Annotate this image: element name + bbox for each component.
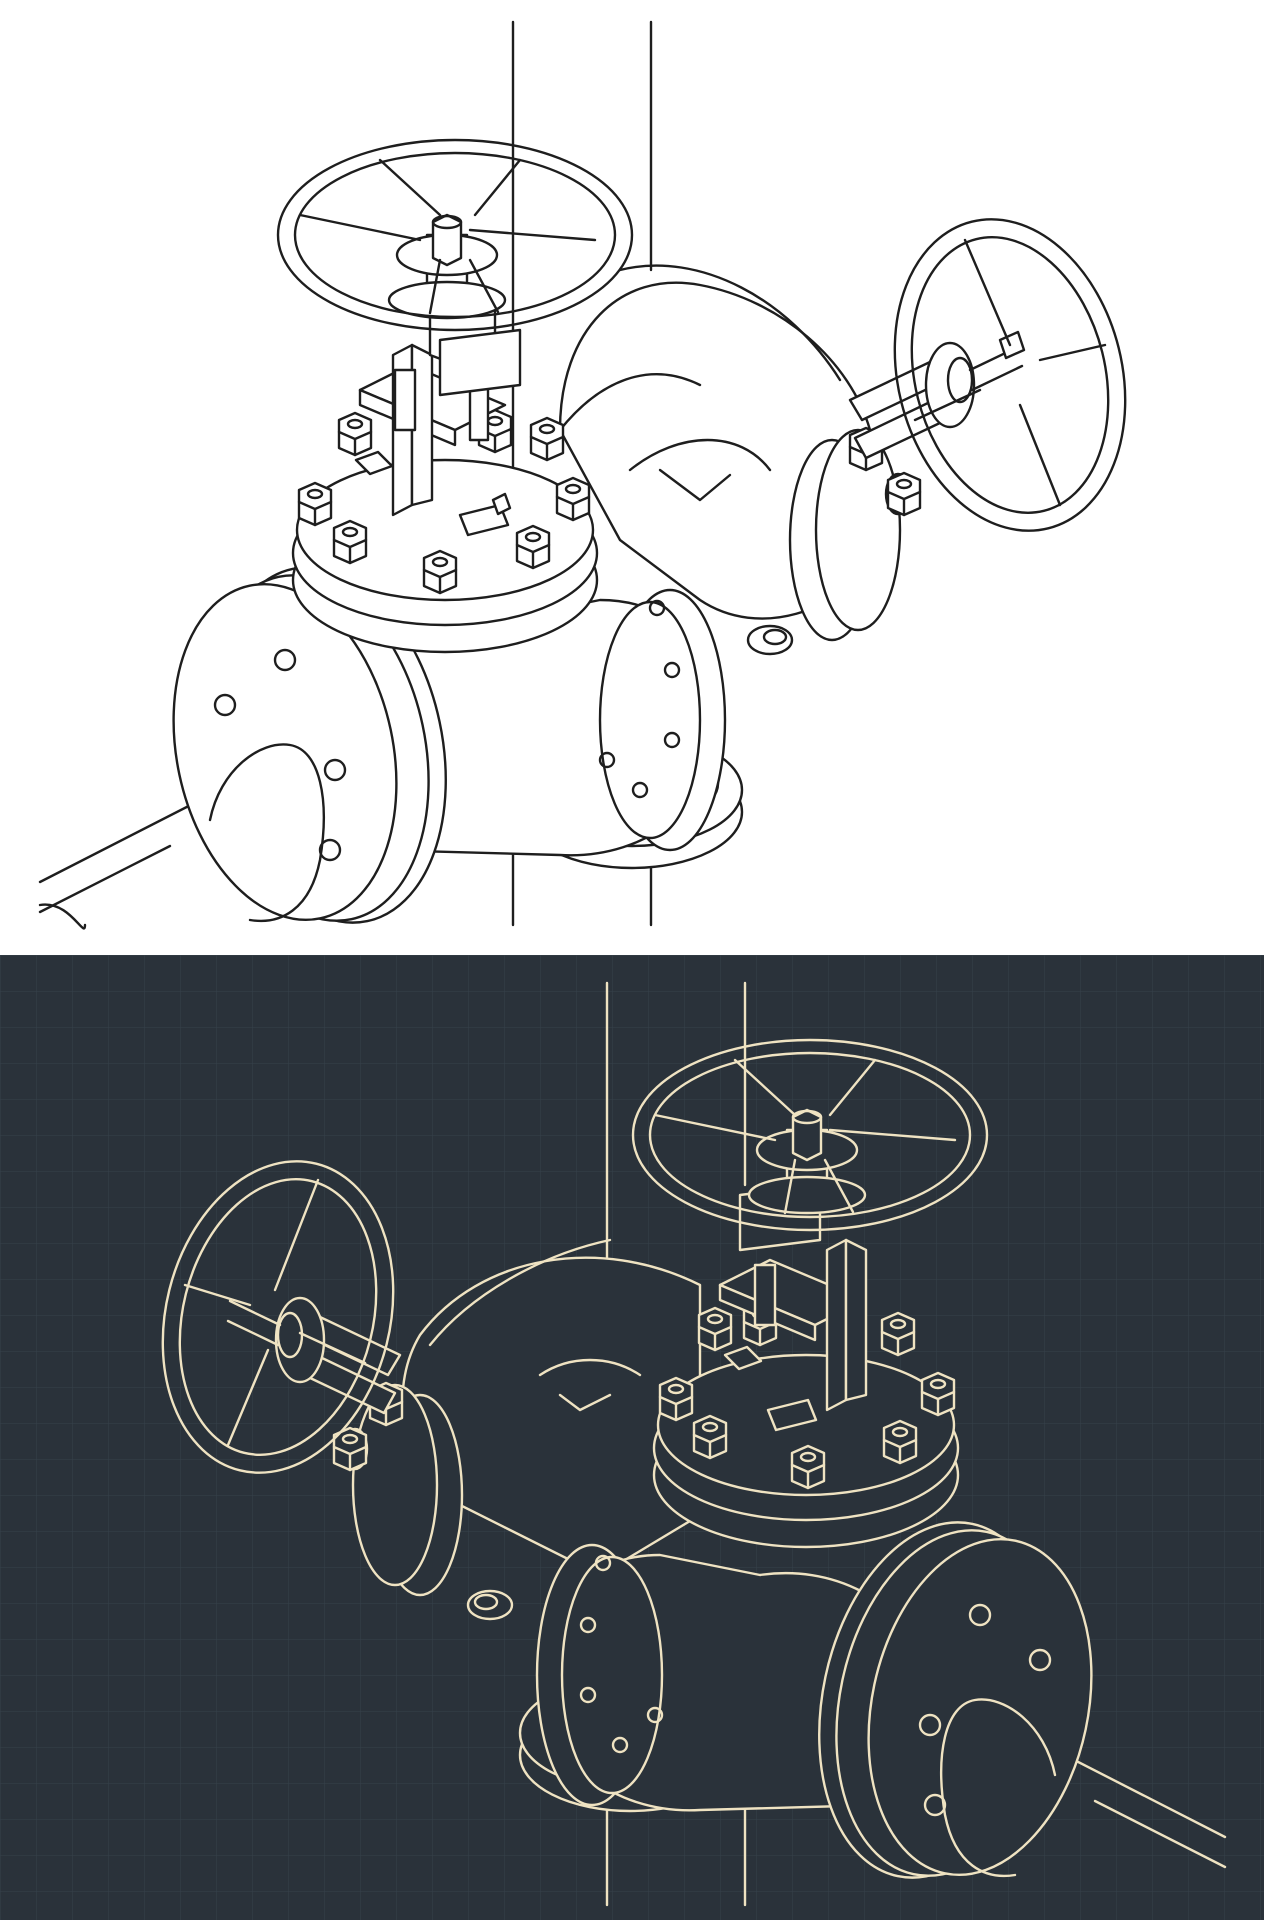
top-handwheel [276, 138, 634, 332]
top-handwheel [631, 1038, 989, 1232]
side-handwheel [161, 1160, 395, 1474]
pipe-elbow [401, 1238, 702, 1577]
blueprint-panel [0, 955, 1264, 1920]
valve-assembly-blueprint [161, 981, 1227, 1907]
top-stem [747, 1108, 867, 1215]
line-drawing-panel [0, 0, 1264, 955]
side-stem [226, 1296, 402, 1472]
valve-line-drawing [38, 20, 1127, 930]
valve-assembly [38, 20, 1127, 930]
inlet-flange [818, 1521, 1093, 1879]
side-bonnet-flange [351, 1381, 514, 1621]
bonnet-flange [652, 1301, 960, 1549]
valve-blueprint-drawing [0, 955, 1264, 1920]
side-bonnet-flange [746, 426, 902, 656]
side-stem [848, 330, 1026, 517]
side-handwheel [893, 218, 1127, 532]
inlet-flange [172, 566, 447, 924]
bonnet-flange [291, 408, 599, 654]
